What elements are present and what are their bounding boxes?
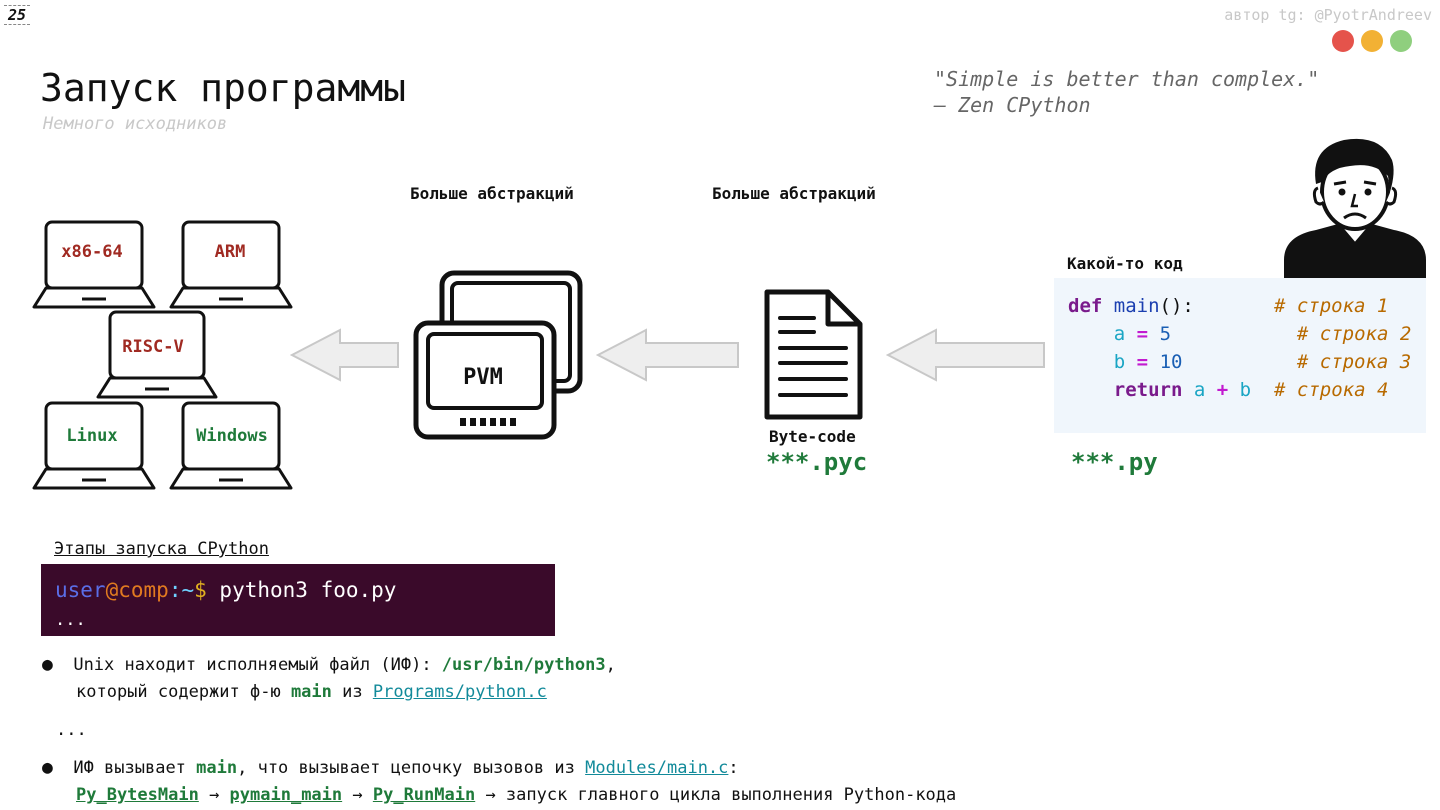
terminal-command-line: user@comp:~$ python3 foo.py [55,578,397,602]
arrow-left-icon [290,328,399,382]
laptop-windows-icon: Windows [169,401,293,490]
platform-label-x86: x86-64 [61,242,122,262]
slide-title: Запуск программы [40,66,407,110]
zen-quote: "Simple is better than complex." — Zen C… [934,66,1319,118]
abstraction-label-2: Больше абстракций [712,184,876,203]
bytecode-label: Byte-code [769,427,856,446]
pymain-main-link[interactable]: pymain_main [229,785,343,805]
abstraction-label-1: Больше абстракций [410,184,574,203]
sad-person-icon [1284,138,1426,278]
code-text: def main(): # строка 1 a = 5 # строка 2 … [1068,295,1412,401]
py-bytesmain-link[interactable]: Py_BytesMain [76,785,199,805]
author-credit: автор tg: @PyotrAndreev [1224,6,1432,24]
bullet-1: ● Unix находит исполняемый файл (ИФ): /u… [42,654,616,675]
pvm-monitor-icon: PVM [413,270,583,440]
bullet-1-line-2: который содержит ф-ю main из Programs/py… [76,682,547,702]
bullet-dot-icon: ● [42,654,53,675]
platform-label-arm: ARM [215,242,246,262]
quote-line-1: "Simple is better than complex." [934,67,1320,91]
pvm-label: PVM [463,365,503,390]
bullet-2: ● ИФ вызывает main, что вызывает цепочку… [42,757,739,778]
slide-subtitle: Немного исходников [43,114,228,134]
platform-laptops: x86-64 ARM RISC-V Linux Windows [32,220,293,490]
terminal-window: user@comp:~$ python3 foo.py ... [41,564,555,636]
code-block: def main(): # строка 1 a = 5 # строка 2 … [1054,278,1426,433]
green-dot-icon [1390,30,1412,52]
modules-main-link[interactable]: Modules/main.c [585,758,729,778]
arrow-left-icon [886,328,1045,382]
programs-python-link[interactable]: Programs/python.c [372,682,547,702]
quote-line-2: — Zen CPython [934,93,1091,117]
ellipsis-text: ... [56,720,87,740]
call-chain: Py_BytesMain → pymain_main → Py_RunMain … [76,785,957,805]
py-runmain-link[interactable]: Py_RunMain [372,785,476,805]
laptop-riscv-icon: RISC-V [96,310,218,399]
stages-heading: Этапы запуска CPython [54,539,269,559]
laptop-x86-icon: x86-64 [32,220,156,309]
platform-label-linux: Linux [66,426,117,446]
source-label: Какой-то код [1067,254,1183,273]
terminal-output: ... [55,610,86,630]
laptop-linux-icon: Linux [32,401,156,490]
platform-label-riscv: RISC-V [122,337,183,357]
bullet-dot-icon: ● [42,757,53,778]
arrow-left-icon [596,328,739,382]
bytecode-extension: ***.pyc [766,448,868,476]
red-dot-icon [1332,30,1354,52]
document-icon [764,289,863,420]
platform-label-windows: Windows [196,426,268,446]
laptop-arm-icon: ARM [169,220,293,309]
yellow-dot-icon [1361,30,1383,52]
source-extension: ***.py [1071,448,1158,476]
page-number: 25 [4,5,31,25]
